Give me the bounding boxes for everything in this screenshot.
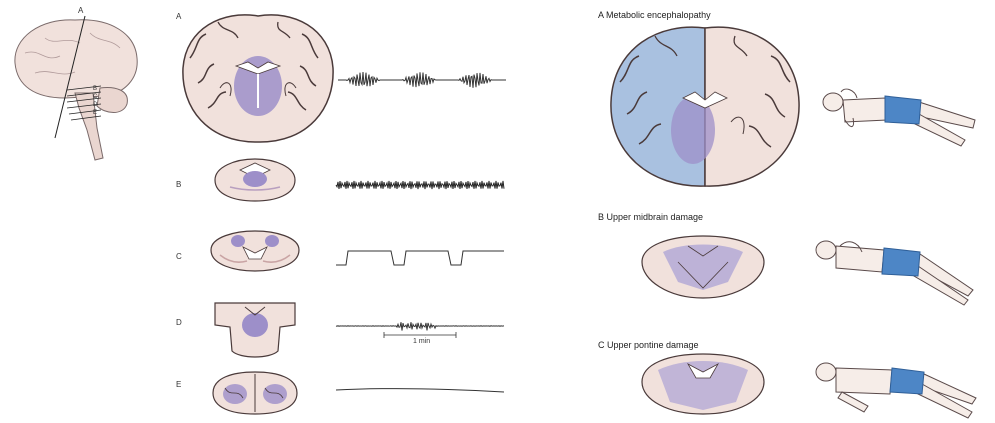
overview-cerebrum (15, 20, 137, 98)
panel-title-c: C Upper pontine damage (598, 340, 699, 350)
overview-brain-diagram (5, 8, 155, 168)
panel-title-b: B Upper midbrain damage (598, 212, 703, 222)
coronal-section-metabolic (605, 22, 805, 192)
shorts (885, 96, 921, 124)
brainstem-section-b (205, 155, 305, 205)
row-letter-e: E (176, 380, 181, 389)
shorts (890, 368, 924, 394)
breathing-trace-c (336, 245, 506, 275)
overview-label-d: D (93, 102, 97, 108)
row-letter-d: D (176, 318, 182, 327)
overview-label-b: B (93, 86, 97, 92)
breathing-trace-e (336, 380, 506, 400)
shorts (882, 248, 920, 276)
breathing-trace-a (338, 62, 508, 92)
overview-label-e: E (93, 110, 97, 116)
time-scale-label: 1 min (413, 338, 430, 345)
row-letter-c: C (176, 252, 182, 261)
overview-label-c: C (93, 94, 97, 100)
row-letter-b: B (176, 180, 181, 189)
midbrain-section-upper (638, 232, 768, 302)
brainstem-section-d (210, 295, 300, 365)
patient-posture-decerebrate (808, 352, 978, 422)
patient-posture-metabolic (815, 80, 985, 160)
pons-section-upper (638, 350, 768, 420)
panel-title-a: A Metabolic encephalopathy (598, 10, 711, 20)
coronal-section-a (178, 8, 338, 148)
patient-posture-decorticate (808, 228, 978, 308)
breathing-trace-b (336, 175, 506, 195)
brainstem-section-e (207, 368, 303, 418)
overview-cerebellum (97, 88, 127, 113)
overview-label-a: A (78, 6, 83, 15)
brainstem-section-c (205, 225, 305, 275)
